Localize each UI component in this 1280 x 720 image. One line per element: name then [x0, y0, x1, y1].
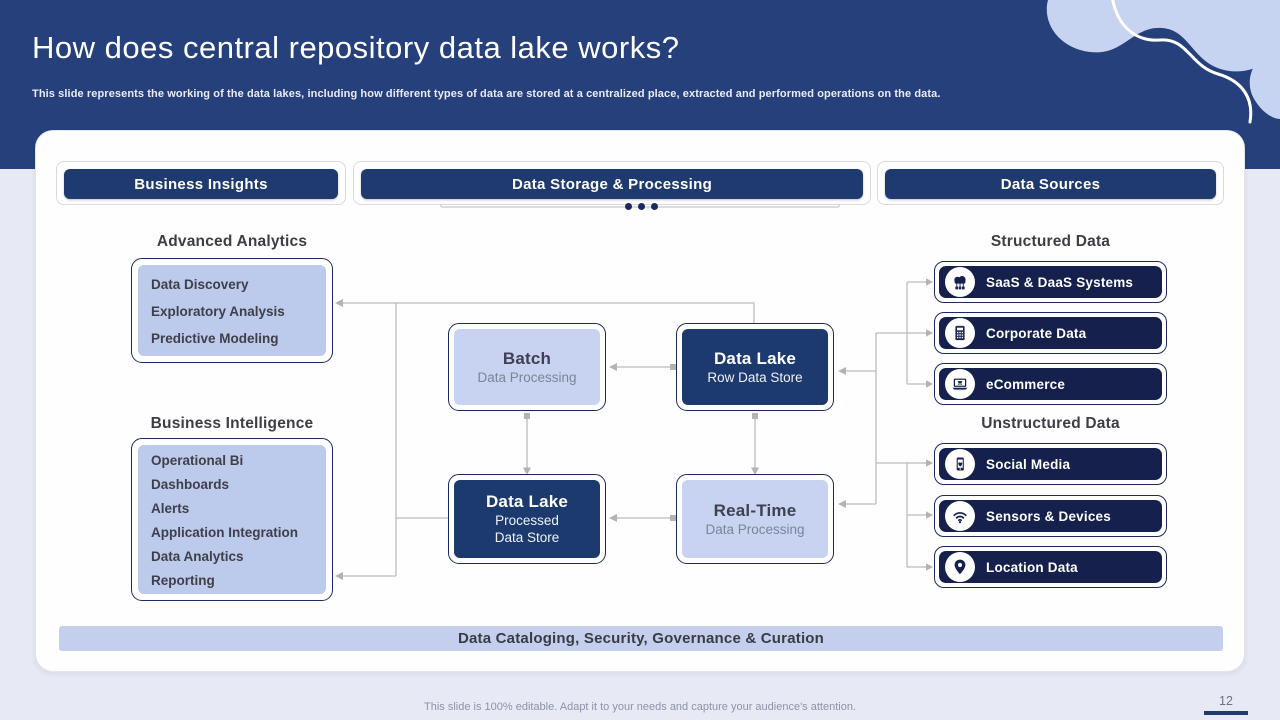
- source-ecommerce: eCommerce: [934, 363, 1167, 405]
- list-item: Data Discovery: [151, 277, 249, 292]
- source-label: Social Media: [986, 456, 1071, 472]
- source-corporate-data: Corporate Data: [934, 312, 1167, 354]
- footer-note: This slide is 100% editable. Adapt it to…: [424, 701, 856, 713]
- cloud-network-icon: [945, 267, 975, 297]
- source-social-media: Social Media: [934, 443, 1167, 485]
- heading-unstructured-data: Unstructured Data: [981, 415, 1120, 432]
- tab-business-insights: Business Insights: [64, 169, 338, 199]
- node-subtitle: Data Processing: [477, 369, 577, 385]
- laptop-cart-icon: [945, 369, 975, 399]
- tab-data-sources: Data Sources: [885, 169, 1216, 199]
- source-label: Location Data: [986, 559, 1078, 575]
- source-sensors-devices: Sensors & Devices: [934, 495, 1167, 537]
- node-title: Data Lake: [713, 348, 797, 368]
- heading-structured-data: Structured Data: [990, 233, 1111, 250]
- source-label: Sensors & Devices: [986, 508, 1111, 524]
- list-item: Alerts: [151, 500, 190, 516]
- node-data-lake-row: Data Lake Row Data Store: [676, 323, 834, 411]
- node-subtitle: Row Data Store: [707, 369, 803, 385]
- node-title: Batch: [502, 348, 552, 368]
- calculator-icon: [945, 318, 975, 348]
- list-item: Data Analytics: [151, 548, 244, 564]
- heading-business-intelligence: Business Intelligence: [150, 415, 314, 432]
- list-item: Operational Bi: [151, 452, 244, 468]
- node-batch: Batch Data Processing: [448, 323, 606, 411]
- decorative-blob: [1046, 0, 1280, 124]
- node-title: Data Lake: [485, 492, 569, 511]
- page-subtitle: This slide represents the working of the…: [32, 88, 941, 100]
- list-item: Dashboards: [151, 476, 230, 492]
- heading-advanced-analytics: Advanced Analytics: [156, 233, 308, 250]
- list-item: Predictive Modeling: [151, 331, 279, 346]
- source-location-data: Location Data: [934, 546, 1167, 588]
- map-pin-icon: [945, 552, 975, 582]
- source-label: Corporate Data: [986, 325, 1087, 341]
- tab-data-storage-processing: Data Storage & Processing: [361, 169, 863, 199]
- tab-shell-data-sources: Data Sources: [877, 161, 1224, 205]
- ellipsis-dots: [625, 203, 658, 210]
- source-label: SaaS & DaaS Systems: [986, 274, 1134, 290]
- wifi-icon: [945, 501, 975, 531]
- page-title: How does central repository data lake wo…: [32, 30, 680, 65]
- advanced-analytics-box: Data Discovery Exploratory Analysis Pred…: [131, 258, 333, 363]
- node-data-lake-processed: Data Lake Processed Data Store: [448, 474, 606, 564]
- node-real-time: Real-Time Data Processing: [676, 474, 834, 564]
- source-saas-daas: SaaS & DaaS Systems: [934, 261, 1167, 303]
- list-item: Application Integration: [151, 524, 298, 540]
- list-item: Exploratory Analysis: [151, 304, 285, 319]
- node-subtitle: Data Processing: [705, 521, 805, 537]
- page-number-underline: [1204, 711, 1248, 715]
- node-title: Real-Time: [713, 500, 797, 520]
- tab-shell-data-storage: Data Storage & Processing: [353, 161, 871, 205]
- node-subtitle: Processed: [495, 513, 559, 528]
- business-intelligence-box: Operational Bi Dashboards Alerts Applica…: [131, 438, 333, 601]
- smartphone-heart-icon: [945, 449, 975, 479]
- list-item: Reporting: [151, 572, 215, 588]
- diagram-card: Business Insights Data Storage & Process…: [35, 130, 1245, 672]
- bottom-bar: Data Cataloging, Security, Governance & …: [59, 626, 1223, 651]
- page-number: 12: [1219, 694, 1233, 708]
- tab-shell-business-insights: Business Insights: [56, 161, 346, 205]
- source-label: eCommerce: [986, 376, 1066, 392]
- node-subtitle: Data Store: [494, 530, 560, 545]
